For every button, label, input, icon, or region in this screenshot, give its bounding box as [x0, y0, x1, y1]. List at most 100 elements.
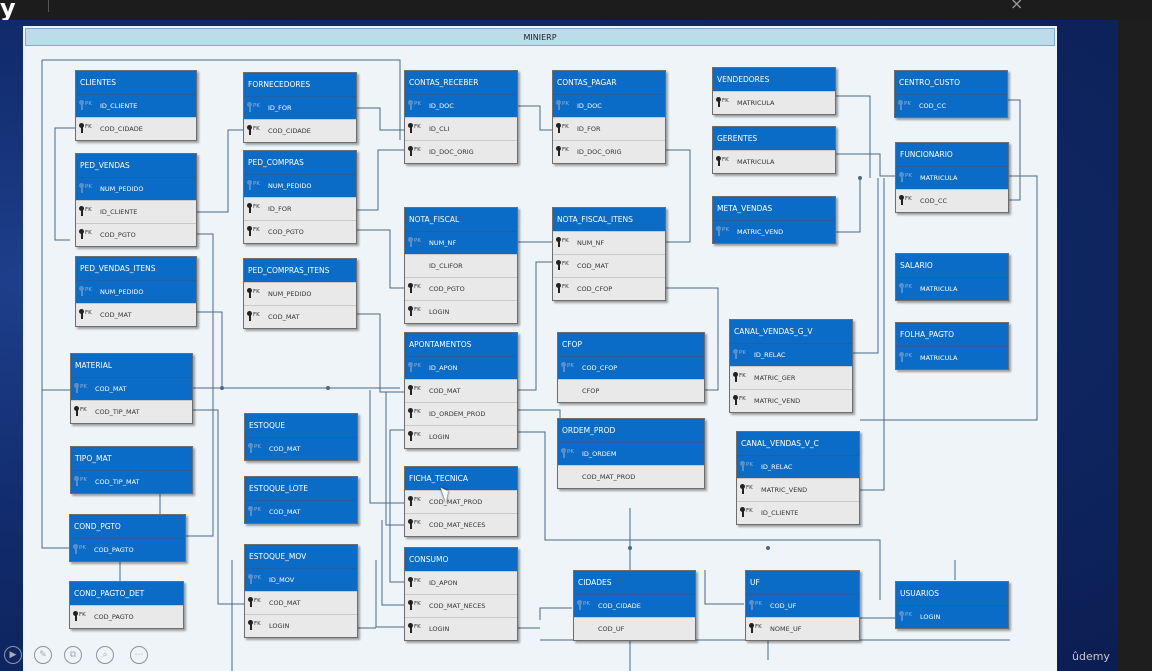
- field-name: ID_FOR: [577, 125, 601, 133]
- key-icon: PK: [247, 102, 261, 114]
- key-icon: PK: [577, 600, 591, 612]
- key-icon: PK: [899, 283, 913, 295]
- key-icon: FK: [408, 577, 422, 589]
- key-type: PK: [905, 284, 912, 290]
- entity-field: FK ID_DOC_ORIG: [405, 140, 517, 163]
- field-name: COD_TIP_MAT: [95, 408, 140, 416]
- play-icon[interactable]: ▶: [4, 646, 22, 664]
- field-name: COD_MAT: [100, 311, 132, 319]
- key-icon: FK: [408, 431, 422, 443]
- entity-title: MATERIAL: [71, 354, 192, 377]
- key-type: PK: [80, 384, 87, 390]
- zoom-icon[interactable]: ⌕: [96, 646, 114, 664]
- copy-icon[interactable]: ⧉: [64, 646, 82, 664]
- entity-title: ESTOQUE_MOV: [245, 545, 357, 568]
- entity-title: CONTAS_RECEBER: [405, 71, 517, 94]
- udemy-watermark: ûdemy: [1072, 650, 1110, 663]
- key-type: FK: [253, 227, 260, 233]
- video-top-bar: y ×: [0, 0, 1152, 22]
- key-type: PK: [905, 612, 912, 618]
- pen-icon[interactable]: ✎: [34, 646, 52, 664]
- field-name: MATRICULA: [920, 285, 958, 293]
- key-icon: FK: [408, 519, 422, 531]
- more-icon[interactable]: ⋯: [130, 646, 148, 664]
- field-name: LOGIN: [429, 625, 450, 633]
- key-icon: PK: [74, 383, 88, 395]
- key-type: PK: [755, 601, 762, 607]
- key-type: FK: [254, 598, 261, 604]
- key-icon: PK: [79, 286, 93, 298]
- close-icon[interactable]: ×: [1010, 0, 1024, 13]
- field-name: ID_DOC: [429, 102, 454, 110]
- key-type: FK: [85, 207, 92, 213]
- entity-title: FOLHA_PAGTO: [896, 323, 1008, 346]
- key-icon: PK: [749, 600, 763, 612]
- field-name: COD_PGTO: [268, 228, 304, 236]
- entity-title: ESTOQUE: [245, 414, 357, 437]
- key-icon: FK: [556, 123, 570, 135]
- entity-title: PED_COMPRAS: [244, 151, 356, 174]
- entity-field: FK COD_MAT_NECES: [405, 513, 517, 536]
- field-name: COD_CIDADE: [598, 602, 641, 610]
- field-name: COD_MAT_NECES: [429, 521, 486, 529]
- field-name: ID_ORDEM: [582, 450, 617, 458]
- key-icon: FK: [408, 283, 422, 295]
- key-type: FK: [253, 289, 260, 295]
- key-icon: FK: [733, 372, 747, 384]
- field-name: COD_MAT: [269, 508, 301, 516]
- key-type: PK: [254, 575, 261, 581]
- field-name: ID_DOC_ORIG: [429, 148, 474, 156]
- key-icon: FK: [408, 146, 422, 158]
- entity-title: FUNCIONARIO: [896, 143, 1008, 166]
- field-name: ID_CLIENTE: [761, 509, 799, 517]
- entity-title: FORNECEDORES: [244, 73, 356, 96]
- field-name: MATRIC_VEND: [754, 397, 801, 405]
